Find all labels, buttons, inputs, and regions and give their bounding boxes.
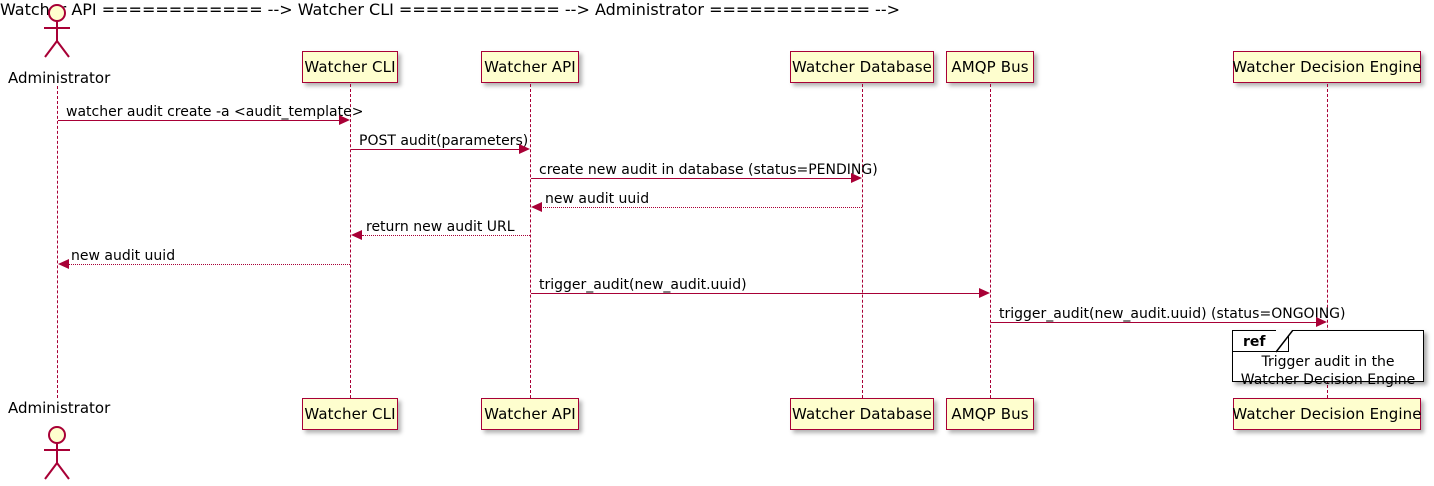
ref-fragment-box: ref Trigger audit in the Watcher Decisio… xyxy=(1232,330,1424,388)
participant-watcher-api-bottom[interactable]: Watcher API xyxy=(481,398,579,430)
lifeline-amqp-bus xyxy=(990,84,991,398)
message-arrowhead-8 xyxy=(1316,317,1327,327)
participant-watcher-database-top[interactable]: Watcher Database xyxy=(790,51,934,83)
participant-watcher-database-bottom[interactable]: Watcher Database xyxy=(790,398,934,430)
ref-fragment-body: Trigger audit in the Watcher Decision En… xyxy=(1233,354,1423,389)
message-label-2: POST audit(parameters) xyxy=(359,133,529,149)
message-label-8: trigger_audit(new_audit.uuid) (status=ON… xyxy=(999,306,1346,322)
actor-stick-figure-icon xyxy=(44,4,70,58)
message-arrowhead-3 xyxy=(851,173,862,183)
ref-fragment-tab-label: ref xyxy=(1243,334,1266,350)
participant-watcher-cli-bottom[interactable]: Watcher CLI xyxy=(302,398,398,430)
lifeline-watcher-cli xyxy=(350,84,351,398)
message-line-5 xyxy=(362,235,530,236)
participant-amqp-bus-bottom[interactable]: AMQP Bus xyxy=(946,398,1034,430)
message-arrowhead-4 xyxy=(531,202,542,212)
participant-watcher-decision-engine-top[interactable]: Watcher Decision Engine xyxy=(1232,51,1422,83)
message-line-8 xyxy=(991,322,1318,323)
message-label-4: new audit uuid xyxy=(545,191,650,207)
message-arrowhead-6 xyxy=(58,259,69,269)
message-line-1 xyxy=(58,120,341,121)
message-line-2 xyxy=(351,149,521,150)
message-line-4 xyxy=(541,207,862,208)
message-label-6: new audit uuid xyxy=(71,248,176,264)
message-arrowhead-5 xyxy=(351,230,362,240)
ref-fragment-line-2: Watcher Decision Engine xyxy=(1240,371,1416,388)
message-label-5: return new audit URL xyxy=(366,219,515,235)
lifeline-watcher-decision-engine xyxy=(1327,84,1328,398)
participant-watcher-decision-engine-bottom[interactable]: Watcher Decision Engine xyxy=(1232,398,1422,430)
message-label-1: watcher audit create -a <audit_template> xyxy=(66,104,364,120)
message-line-3 xyxy=(531,178,853,179)
message-arrowhead-1 xyxy=(339,115,350,125)
actor-administrator-top xyxy=(35,2,79,60)
message-arrowhead-7 xyxy=(979,288,990,298)
message-line-7 xyxy=(531,293,981,294)
ref-fragment-tab-notch xyxy=(1276,330,1294,354)
actor-label-administrator-top: Administrator xyxy=(8,69,111,87)
message-label-3: create new audit in database (status=PEN… xyxy=(539,162,878,178)
actor-stick-figure-icon xyxy=(44,426,70,480)
message-line-6 xyxy=(68,264,350,265)
participant-watcher-api-top[interactable]: Watcher API xyxy=(481,51,579,83)
lifeline-watcher-database xyxy=(862,84,863,398)
lifeline-administrator xyxy=(57,86,58,398)
actor-label-administrator-bottom: Administrator xyxy=(8,399,111,417)
participant-amqp-bus-top[interactable]: AMQP Bus xyxy=(946,51,1034,83)
message-arrowhead-2 xyxy=(519,144,530,154)
message-label-7: trigger_audit(new_audit.uuid) xyxy=(539,277,747,293)
actor-administrator-bottom xyxy=(35,424,79,482)
ref-fragment-line-1: Trigger audit in the xyxy=(1261,354,1395,370)
participant-watcher-cli-top[interactable]: Watcher CLI xyxy=(302,51,398,83)
ref-fragment-tab xyxy=(1233,331,1289,352)
lifeline-watcher-api xyxy=(530,84,531,398)
